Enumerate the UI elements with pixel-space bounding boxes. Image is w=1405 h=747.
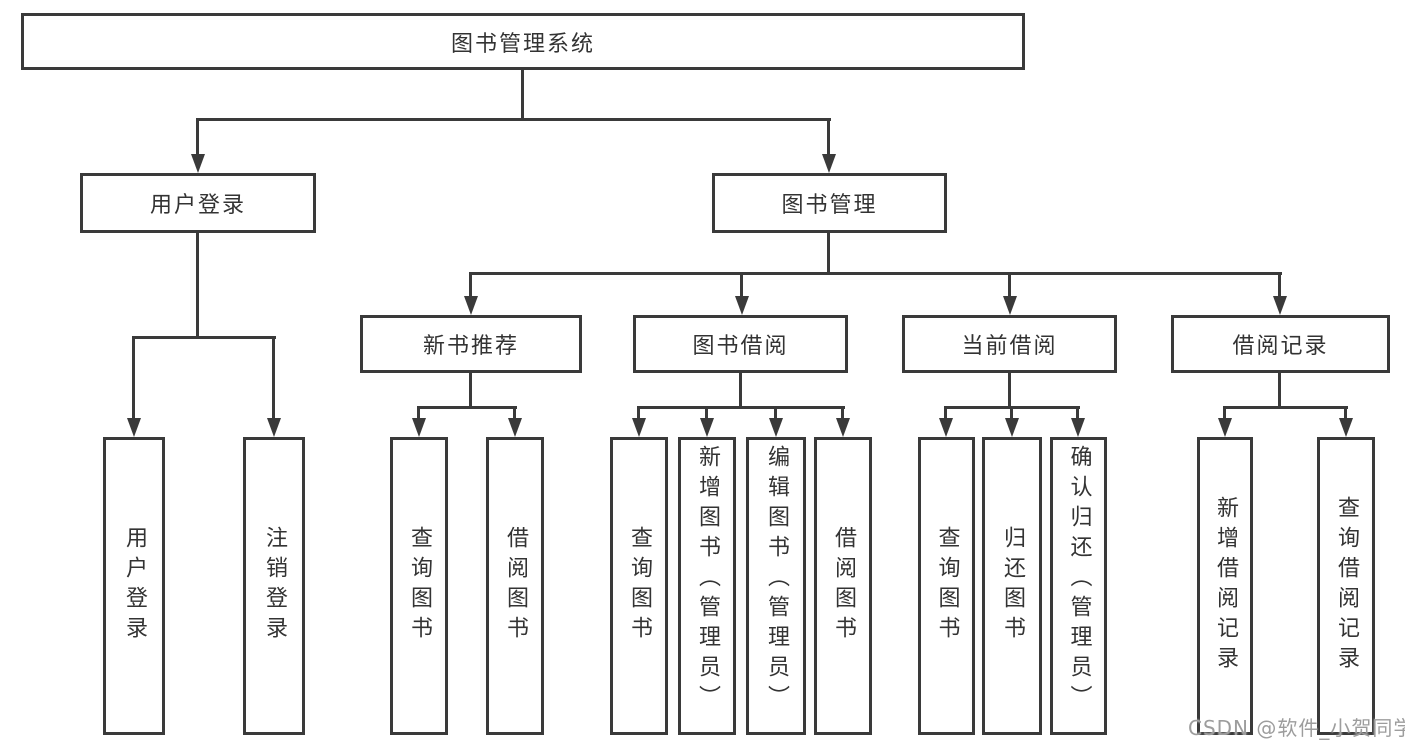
node-label: 注销登录 <box>262 526 287 646</box>
leaf-add-borrow-record: 新增借阅记录 <box>1197 437 1253 735</box>
connector-arrowhead <box>191 154 205 173</box>
connector-arrowhead <box>127 418 141 437</box>
node-label: 新增借阅记录 <box>1213 496 1238 676</box>
connector-line <box>1008 272 1011 297</box>
connector-arrowhead <box>939 418 953 437</box>
leaf-return-book: 归还图书 <box>982 437 1042 735</box>
connector-arrowhead <box>1005 418 1019 437</box>
connector-arrowhead <box>700 418 714 437</box>
connector-arrowhead <box>735 296 749 315</box>
node-new-book-recommendation: 新书推荐 <box>360 315 582 373</box>
leaf-borrow-books-borrowing: 借阅图书 <box>814 437 872 735</box>
node-label: 编辑图书（管理员） <box>764 445 789 715</box>
leaf-add-book-admin: 新增图书（管理员） <box>678 437 736 735</box>
leaf-query-books-current: 查询图书 <box>918 437 975 735</box>
node-label: 新书推荐 <box>422 334 519 359</box>
node-book-borrowing: 图书借阅 <box>633 315 848 373</box>
node-label: 新增图书（管理员） <box>695 445 720 715</box>
connector-arrowhead <box>769 418 783 437</box>
connector-line <box>841 406 844 419</box>
connector-line <box>1223 406 1226 419</box>
node-label: 查询图书 <box>934 526 960 646</box>
leaf-query-borrow-record: 查询借阅记录 <box>1317 437 1375 735</box>
node-label: 借阅记录 <box>1232 334 1329 359</box>
node-borrowing-records: 借阅记录 <box>1171 315 1390 373</box>
connector-line <box>417 406 517 409</box>
connector-line <box>196 233 199 336</box>
node-user-login: 用户登录 <box>80 173 316 233</box>
connector-arrowhead <box>1218 418 1232 437</box>
connector-arrowhead <box>508 418 522 437</box>
connector-line <box>196 118 199 155</box>
connector-arrowhead <box>1003 296 1017 315</box>
connector-arrowhead <box>1071 418 1085 437</box>
leaf-user-login: 用户登录 <box>103 437 165 735</box>
connector-line <box>944 406 947 419</box>
connector-arrowhead <box>1273 296 1287 315</box>
connector-line <box>637 406 640 419</box>
connector-line <box>1223 406 1348 409</box>
connector-arrowhead <box>632 418 646 437</box>
connector-line <box>827 233 830 272</box>
node-label: 确认归还（管理员） <box>1066 445 1092 715</box>
connector-arrowhead <box>836 418 850 437</box>
leaf-edit-book-admin: 编辑图书（管理员） <box>746 437 806 735</box>
node-label: 归还图书 <box>1000 526 1025 646</box>
connector-line <box>740 272 743 297</box>
node-label: 图书借阅 <box>692 334 789 359</box>
node-current-borrowing: 当前借阅 <box>902 315 1117 373</box>
connector-line <box>1344 406 1347 419</box>
leaf-confirm-return-admin: 确认归还（管理员） <box>1050 437 1107 735</box>
connector-arrowhead <box>464 296 478 315</box>
connector-line <box>705 406 708 419</box>
connector-line <box>513 406 516 419</box>
connector-line <box>637 406 845 409</box>
connector-line <box>132 336 135 419</box>
connector-arrowhead <box>267 418 281 437</box>
node-label: 借阅图书 <box>503 526 528 646</box>
leaf-logout-login: 注销登录 <box>243 437 305 735</box>
connector-line <box>1278 373 1281 406</box>
node-label: 图书管理系统 <box>450 31 595 57</box>
node-label: 查询图书 <box>627 526 652 646</box>
connector-line <box>521 70 524 118</box>
leaf-query-books-borrowing: 查询图书 <box>610 437 668 735</box>
connector-line <box>827 118 830 155</box>
node-label: 用户登录 <box>149 193 246 218</box>
leaf-borrow-books-recommend: 借阅图书 <box>486 437 544 735</box>
leaf-query-books-recommend: 查询图书 <box>390 437 448 735</box>
node-label: 用户登录 <box>122 526 147 646</box>
node-label: 当前借阅 <box>961 334 1058 359</box>
connector-arrowhead <box>822 154 836 173</box>
connector-arrowhead <box>412 418 426 437</box>
node-book-management: 图书管理 <box>712 173 947 233</box>
connector-line <box>469 272 1282 275</box>
connector-line <box>739 373 742 406</box>
node-label: 借阅图书 <box>831 526 856 646</box>
connector-line <box>132 336 276 339</box>
csdn-watermark: CSDN @软件_小贺同学 <box>1188 716 1405 740</box>
node-library-management-system: 图书管理系统 <box>21 13 1025 70</box>
connector-arrowhead <box>1339 418 1353 437</box>
connector-line <box>417 406 420 419</box>
connector-line <box>272 336 275 419</box>
connector-line <box>469 272 472 297</box>
node-label: 查询借阅记录 <box>1334 496 1359 676</box>
connector-line <box>1010 406 1013 419</box>
node-label: 查询图书 <box>407 526 432 646</box>
node-label: 图书管理 <box>781 193 878 218</box>
connector-line <box>1076 406 1079 419</box>
connector-line <box>196 118 831 121</box>
connector-line <box>1008 373 1011 406</box>
connector-line <box>469 373 472 406</box>
connector-line <box>1278 272 1281 297</box>
connector-line <box>774 406 777 419</box>
